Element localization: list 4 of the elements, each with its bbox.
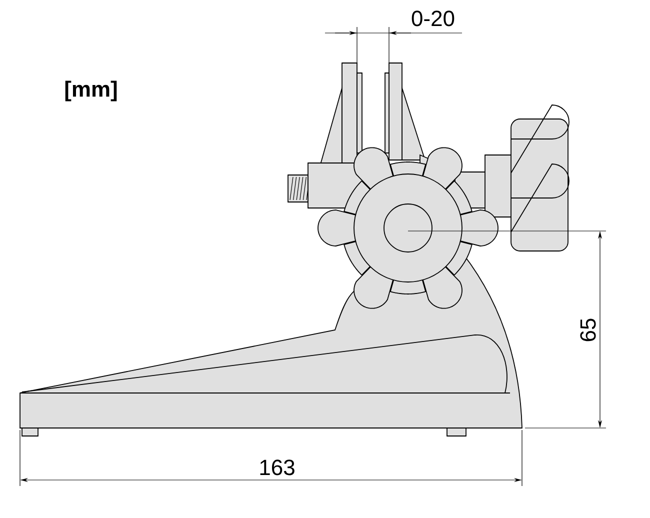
dimension-label: 0-20 [412,10,454,26]
unit-label: [mm] [65,80,117,102]
dimension-label: 163 [260,460,294,476]
dimension-label: 65 [580,318,596,342]
